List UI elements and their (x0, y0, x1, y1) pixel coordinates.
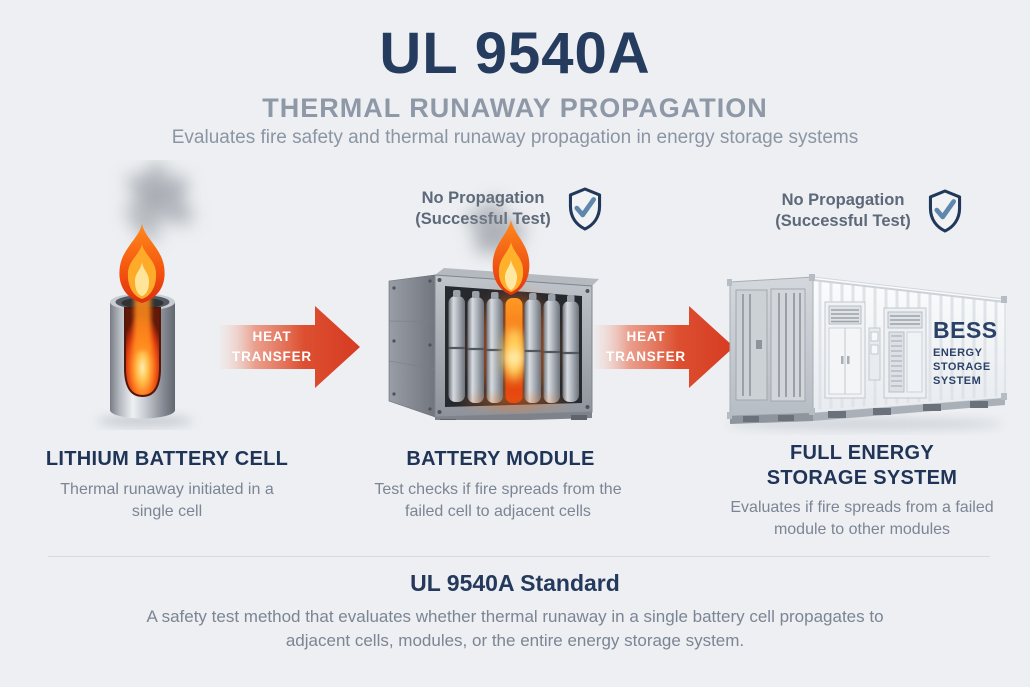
no-propagation-badge-2: No Propagation (Successful Test) (770, 188, 965, 234)
module-foot (440, 419, 456, 420)
module-side-seams (388, 320, 436, 370)
stage-description-lithium-battery-cell: Thermal runaway initiated in a single ce… (60, 481, 274, 520)
shield-check-icon (928, 189, 962, 233)
flame-icon (119, 224, 165, 303)
cell-cylinder (524, 293, 541, 403)
roof-edge (812, 279, 1006, 303)
module-cells (448, 290, 579, 403)
arrow-label-line2: TRANSFER (232, 348, 312, 364)
cell-shadow (97, 414, 193, 428)
badge-line1: No Propagation (781, 190, 905, 209)
floor-glow (462, 396, 566, 408)
arrow-label-line1: HEAT (252, 329, 292, 344)
heat-transfer-arrow-1: HEAT TRANSFER (220, 297, 360, 397)
burning-cell-cylinder (503, 298, 525, 403)
frame-bolts (437, 278, 590, 414)
arrow-label: HEAT TRANSFER (220, 327, 324, 366)
module-foot (571, 415, 587, 420)
arrow-label-line2: TRANSFER (606, 348, 686, 364)
cell-cylinder (562, 295, 579, 402)
cell-cylinder (543, 294, 560, 403)
battery-module-illustration (388, 197, 599, 420)
arrow-label-line1: HEAT (626, 329, 666, 344)
arrow-shape (220, 306, 360, 388)
heat-transfer-arrow-2: HEAT TRANSFER (594, 297, 734, 397)
stage-title-lithium-battery-cell: LITHIUM BATTERY CELL (45, 448, 289, 470)
stage-title-battery-module: BATTERY MODULE (406, 448, 595, 470)
battery-cell-illustration (97, 161, 195, 428)
forklift-pockets (743, 401, 988, 422)
page-description: Evaluates fire safety and thermal runawa… (171, 127, 859, 148)
cell-cylinder (467, 291, 484, 403)
bess-label-line2: STORAGE (933, 361, 991, 373)
container-base-side (813, 398, 1005, 421)
junction-box (868, 327, 881, 381)
corner-castings (727, 274, 1007, 419)
stage-description-full-energy-storage-system: Evaluates if fire spreads from a failed … (730, 499, 994, 538)
module-side-face (388, 274, 436, 418)
page-subtitle: THERMAL RUNAWAY PROPAGATION (262, 93, 768, 123)
badge-text: No Propagation (Successful Test) (770, 190, 916, 233)
bess-label-line1: ENERGY (933, 347, 983, 359)
footer-description: A safety test method that evaluates whet… (0, 605, 1030, 653)
footer-title: UL 9540A Standard (410, 570, 620, 596)
bess-brand-text: BESS (933, 317, 998, 343)
badge-line1: No Propagation (421, 188, 545, 207)
footer-description-text: A safety test method that evaluates whet… (146, 607, 884, 650)
stage-title-full-energy-storage-system: FULL ENERGY STORAGE SYSTEM (766, 442, 958, 489)
bess-label: BESS ENERGY STORAGE SYSTEM (933, 317, 998, 387)
stage-description-battery-module: Test checks if fire spreads from the fai… (374, 481, 622, 520)
footer-divider (48, 556, 990, 557)
bess-container-illustration: BESS ENERGY STORAGE SYSTEM (727, 274, 1007, 430)
end-doors (735, 288, 806, 402)
hot-streak (134, 296, 151, 350)
module-base (435, 412, 592, 420)
module-side-bolts (392, 279, 432, 411)
page-title: UL 9540A (379, 21, 651, 86)
equipment-cabinet-2 (883, 307, 927, 399)
cell-cutaway-core (124, 307, 161, 398)
smoke-icon (125, 161, 195, 244)
arrow-shape (594, 306, 734, 388)
arrow-label: HEAT TRANSFER (594, 327, 698, 366)
bess-label-line3: SYSTEM (933, 375, 981, 387)
cell-cylinder (486, 292, 503, 403)
badge-line2: (Successful Test) (775, 212, 911, 230)
flame-icon (492, 220, 530, 295)
shield-check-icon (568, 187, 602, 231)
cell-cylinder (448, 290, 465, 402)
equipment-cabinet-1 (824, 301, 866, 399)
